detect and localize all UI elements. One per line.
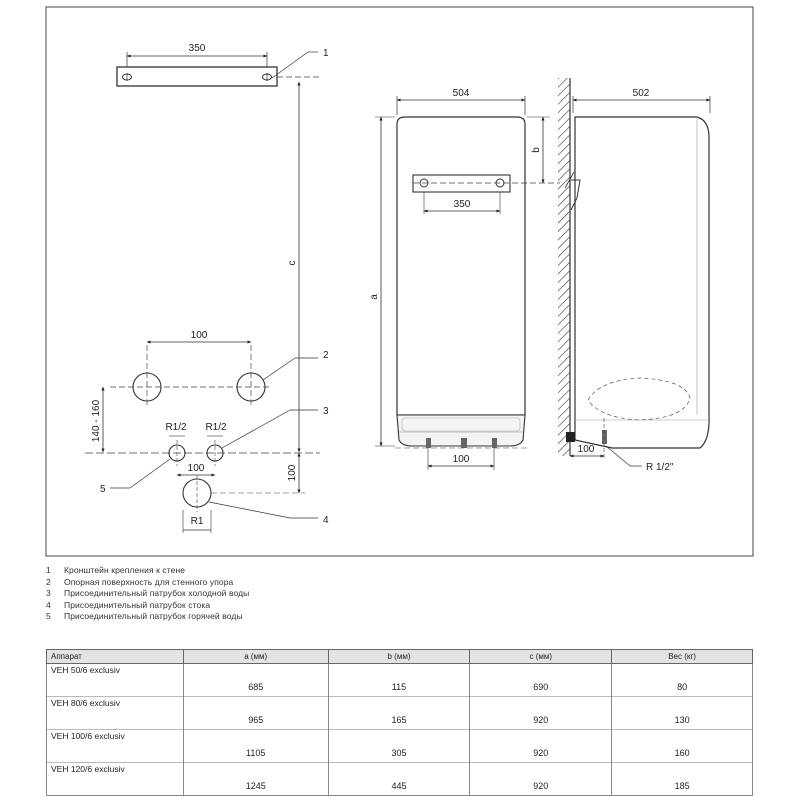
cell-weight: 80 [611, 663, 753, 697]
legend-number: 4 [46, 599, 51, 610]
legend-text: Опорная поверхность для стенного упора [64, 576, 234, 587]
table-row: VEH 120/6 exclusiv 1245 445 920 185 [46, 762, 753, 796]
legend-item: 1 Кронштейн крепления к стене [46, 565, 746, 577]
cell-b: 165 [327, 696, 471, 730]
cell-device: VEH 100/6 exclusiv [46, 729, 184, 763]
cell-weight: 130 [611, 696, 753, 730]
legend-item: 3 Присоединительный патрубок холодной во… [46, 588, 746, 600]
header-c: c (мм) [469, 649, 613, 664]
legend-text: Кронштейн крепления к стене [64, 565, 186, 575]
dim-r-hot: R1/2 [165, 422, 187, 433]
dim-side-width: 502 [633, 88, 650, 99]
dim-side-connection: R 1/2" [646, 462, 674, 473]
legend-text: Присоединительный патрубок холодной воды [64, 588, 250, 599]
legend-item: 2 Опорная поверхность для стенного упора [46, 577, 746, 589]
legend-item: 5 Присоединительный патрубок горячей вод… [46, 611, 746, 623]
header-weight: Вес (кг) [611, 649, 753, 664]
cell-c: 920 [469, 762, 613, 796]
cell-device: VEH 50/6 exclusiv [46, 663, 184, 697]
dim-a: a [369, 294, 380, 300]
legend-number: 2 [46, 576, 51, 587]
legend-number: 1 [46, 565, 51, 575]
callout-1: 1 [323, 48, 329, 59]
legend-text: Присоединительный патрубок горячей воды [64, 611, 243, 622]
table-row: VEH 80/6 exclusiv 965 165 920 130 [46, 696, 753, 730]
cell-weight: 185 [611, 762, 753, 796]
cell-device: VEH 80/6 exclusiv [46, 696, 184, 730]
callout-5: 5 [100, 484, 106, 495]
header-b: b (мм) [327, 649, 471, 664]
connection-layout-view: 350 1 c 100 140 - 160 R1/2 R1/2 [85, 43, 329, 533]
cell-b: 305 [327, 729, 471, 763]
table-header-row: Аппарат a (мм) b (мм) c (мм) Вес (кг) [46, 649, 753, 664]
front-bracket [412, 174, 511, 193]
cell-a: 965 [182, 696, 329, 730]
dim-c: c [287, 261, 298, 266]
dim-r-cold: R1/2 [205, 422, 227, 433]
dim-side-offset: 100 [578, 444, 595, 455]
callout-4: 4 [323, 515, 329, 526]
heater-front-body [396, 116, 526, 416]
header-a: a (мм) [182, 649, 329, 664]
dim-wall-stop-spacing: 100 [191, 330, 208, 341]
cell-b: 115 [327, 663, 471, 697]
table-row: VEH 100/6 exclusiv 1105 305 920 160 [46, 729, 753, 763]
callout-2: 2 [323, 350, 329, 361]
front-view: 504 350 a b 100 [369, 88, 560, 470]
drawing-frame [45, 6, 754, 557]
wall-bracket [116, 66, 278, 87]
cell-b: 445 [327, 762, 471, 796]
header-device: Аппарат [46, 649, 184, 664]
cell-a: 1245 [182, 762, 329, 796]
spec-table: Аппарат a (мм) b (мм) c (мм) Вес (кг) VE… [46, 649, 753, 796]
cell-device: VEH 120/6 exclusiv [46, 762, 184, 796]
cell-c: 920 [469, 729, 613, 763]
callout-3: 3 [323, 406, 329, 417]
legend: 1 Кронштейн крепления к стене 2 Опорная … [46, 565, 746, 623]
legend-number: 3 [46, 588, 51, 599]
wall-hatch [558, 78, 570, 456]
cell-a: 1105 [182, 729, 329, 763]
dim-pipe-spacing: 100 [188, 463, 205, 474]
dim-b: b [531, 147, 542, 153]
dim-bracket-width: 350 [189, 43, 206, 54]
legend-number: 5 [46, 611, 51, 622]
legend-text: Присоединительный патрубок стока [64, 599, 211, 610]
cell-a: 685 [182, 663, 329, 697]
side-view: 502 100 R 1/2" [558, 78, 711, 473]
heater-side-body [574, 116, 710, 449]
dim-front-bracket-width: 350 [454, 199, 471, 210]
dim-drain-offset: 100 [287, 464, 298, 481]
cell-weight: 160 [611, 729, 753, 763]
dim-front-width: 504 [453, 88, 470, 99]
dim-vertical-range: 140 - 160 [91, 399, 102, 442]
dim-front-pipe-spacing: 100 [453, 454, 470, 465]
legend-item: 4 Присоединительный патрубок стока [46, 600, 746, 612]
cell-c: 920 [469, 696, 613, 730]
cell-c: 690 [469, 663, 613, 697]
dim-r-drain: R1 [191, 516, 204, 527]
table-row: VEH 50/6 exclusiv 685 115 690 80 [46, 663, 753, 697]
